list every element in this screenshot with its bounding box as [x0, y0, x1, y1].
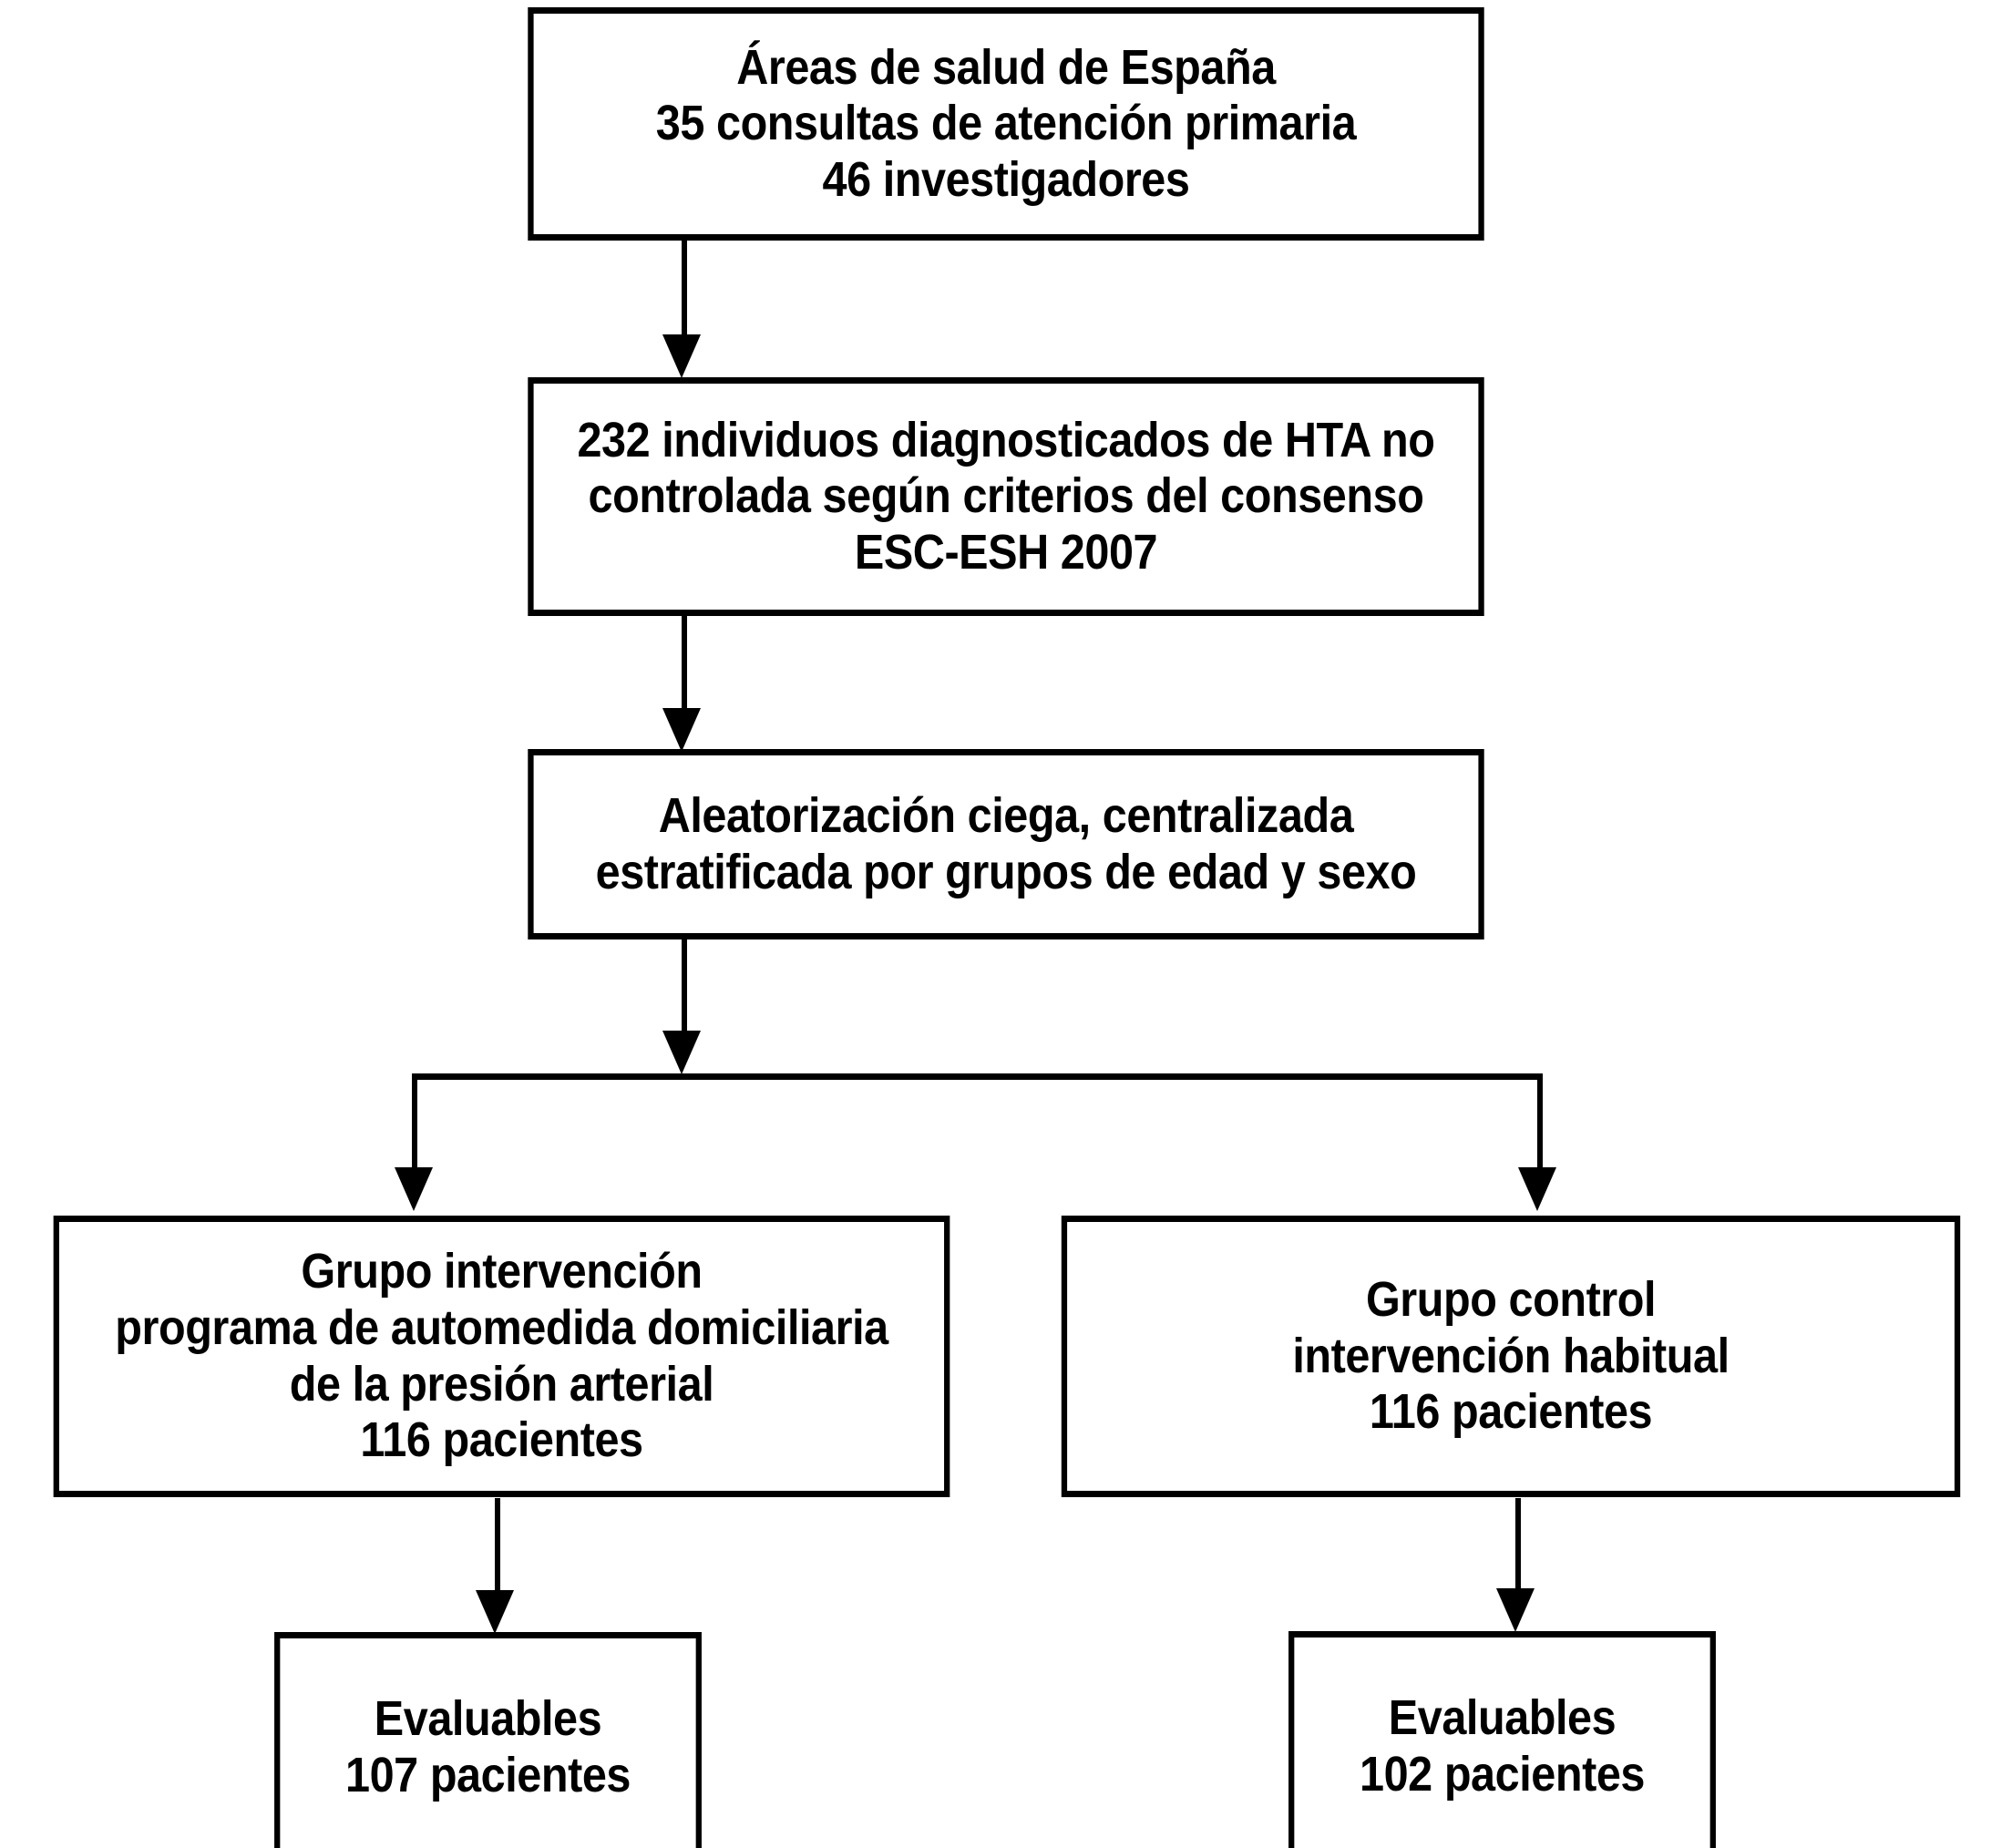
study-sites-line-1: Áreas de salud de España: [736, 39, 1276, 95]
connector-intervention-to-evaluable: [495, 1498, 500, 1594]
arrowhead-down-icon: [476, 1590, 514, 1634]
control-group-line-3: 116 pacientes: [1369, 1384, 1653, 1440]
arrowhead-down-icon: [662, 334, 701, 378]
randomization-line-2: estratificada por grupos de edad y sexo: [595, 844, 1417, 899]
enrolled-individuals-box: 232 individuos diagnosticados de HTA no …: [528, 377, 1484, 616]
study-sites-box: Áreas de salud de España 35 consultas de…: [528, 7, 1484, 241]
study-sites-line-2: 35 consultas de atención primaria: [655, 96, 1357, 151]
randomization-line-1: Aleatorización ciega, centralizada: [658, 787, 1354, 843]
evaluable-intervention-line-1: Evaluables: [374, 1690, 602, 1746]
intervention-group-line-4: 116 pacientes: [360, 1412, 643, 1468]
intervention-group-box: Grupo intervención programa de automedid…: [53, 1216, 950, 1497]
connector-sites-to-diagnosed: [682, 241, 687, 336]
randomization-box: Aleatorización ciega, centralizada estra…: [528, 749, 1484, 939]
control-group-line-1: Grupo control: [1365, 1272, 1657, 1328]
connector-diagnosed-to-randomization: [682, 616, 687, 710]
intervention-group-line-2: programa de automedida domiciliaria: [115, 1299, 888, 1355]
enrolled-individuals-line-3: ESC-ESH 2007: [854, 524, 1158, 580]
connector-branch-to-control: [1537, 1073, 1543, 1169]
control-group-line-2: intervención habitual: [1292, 1328, 1730, 1383]
enrolled-individuals-line-1: 232 individuos diagnosticados de HTA no: [577, 412, 1435, 467]
evaluable-control-line-2: 102 pacientes: [1360, 1747, 1645, 1802]
arrowhead-down-icon: [662, 1031, 701, 1074]
control-group-box: Grupo control intervención habitual 116 …: [1061, 1216, 1961, 1497]
arrowhead-down-icon: [1496, 1588, 1535, 1632]
connector-control-to-evaluable: [1515, 1498, 1521, 1592]
connector-branch-to-intervention: [412, 1073, 417, 1169]
evaluable-intervention-line-2: 107 pacientes: [345, 1747, 631, 1802]
evaluable-intervention-box: Evaluables 107 pacientes: [274, 1632, 702, 1848]
connector-randomization-stem: [682, 939, 687, 1033]
arrowhead-down-icon: [1518, 1167, 1556, 1211]
branch-bus-line: [412, 1073, 1543, 1080]
arrowhead-down-icon: [395, 1167, 433, 1211]
evaluable-control-line-1: Evaluables: [1388, 1690, 1617, 1746]
arrowhead-down-icon: [662, 708, 701, 752]
enrolled-individuals-line-2: controlada según criterios del consenso: [588, 468, 1424, 524]
intervention-group-line-3: de la presión arterial: [289, 1356, 714, 1412]
study-sites-line-3: 46 investigadores: [822, 151, 1190, 207]
evaluable-control-box: Evaluables 102 pacientes: [1288, 1631, 1716, 1848]
intervention-group-line-1: Grupo intervención: [301, 1244, 703, 1299]
